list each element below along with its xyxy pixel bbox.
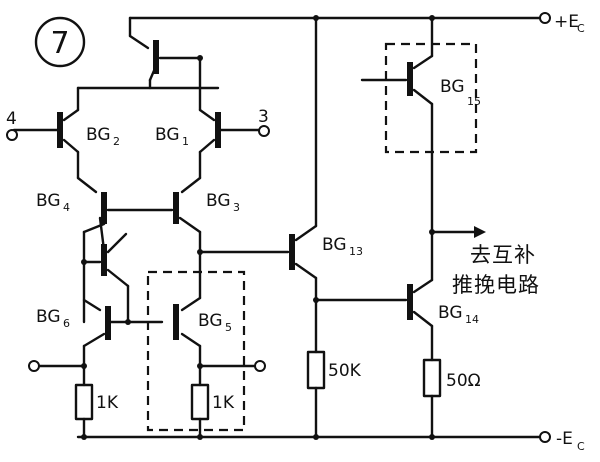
bg4-subscript: 4 (63, 201, 70, 214)
input-label-4: 4 (6, 109, 17, 129)
resistor-50ohm-label: 50Ω (446, 371, 481, 391)
resistor-50k: 50K (306, 350, 362, 440)
negative-supply-subscript: C (577, 440, 585, 453)
figure-number-circle (34, 16, 86, 68)
resistor-1k-right-label: 1K (212, 393, 235, 413)
transistor-bg4: BG 4 (36, 176, 107, 252)
resistor-50ohm: 50Ω (422, 358, 481, 440)
bg1-label: BG (155, 125, 180, 145)
positive-supply-terminal (539, 12, 551, 24)
negative-supply-terminal (539, 431, 551, 443)
transistor-bg1: 3 BG 1 (155, 86, 270, 180)
offset-terminal-right (254, 360, 266, 372)
input-terminal-3 (258, 125, 270, 137)
bg4-label: BG (36, 191, 61, 211)
transistor-bg6: BG 6 (28, 298, 164, 387)
bg2-subscript: 2 (113, 135, 120, 148)
input-label-3: 3 (258, 107, 269, 127)
output-note-line1: 去互补 (470, 243, 536, 267)
negative-supply-label: -E (556, 429, 573, 449)
resistor-50k-label: 50K (328, 361, 362, 381)
bg14-subscript: 14 (465, 313, 479, 326)
bg14-label: BG (438, 303, 463, 323)
transistor-bg3: BG 3 (173, 176, 240, 254)
bg5-dashed-box (146, 270, 246, 432)
positive-supply-label: +E (554, 12, 579, 32)
negative-rail: -E C (76, 429, 585, 453)
bg1-subscript: 1 (182, 135, 189, 148)
transistor-bg14: BG 14 (407, 278, 479, 362)
bg3-label: BG (206, 191, 231, 211)
figure-number: 7 (50, 26, 69, 61)
resistor-1k-right: 1K (190, 383, 235, 439)
input-terminal-4 (6, 129, 18, 141)
offset-terminal-left (28, 360, 40, 372)
bg15-label: BG (440, 77, 465, 97)
resistor-1k-left: 1K (74, 383, 119, 439)
bg13-subscript: 13 (349, 245, 363, 258)
bg13-label: BG (322, 235, 347, 255)
bg6-label: BG (36, 307, 61, 327)
buffer-transistor (81, 222, 130, 324)
bg5-label: BG (198, 311, 223, 331)
transistor-bg13: BG 13 (289, 15, 363, 354)
transistor-bg2: 4 BG 2 (6, 86, 120, 180)
bg3-subscript: 3 (233, 201, 240, 214)
bg6-subscript: 6 (63, 317, 70, 330)
bg5-subscript: 5 (225, 321, 232, 334)
positive-rail: +E C (128, 12, 585, 35)
positive-supply-subscript: C (577, 22, 585, 35)
transistor-bg15: BG 15 (360, 15, 481, 282)
resistor-1k-left-label: 1K (96, 393, 119, 413)
bg15-subscript: 15 (467, 95, 481, 108)
bg2-label: BG (86, 125, 111, 145)
output-note-line2: 推挽电路 (452, 273, 540, 297)
output-arrow-icon (474, 226, 486, 238)
transistor-bg5: BG 5 (173, 250, 266, 387)
top-current-source (128, 16, 203, 90)
